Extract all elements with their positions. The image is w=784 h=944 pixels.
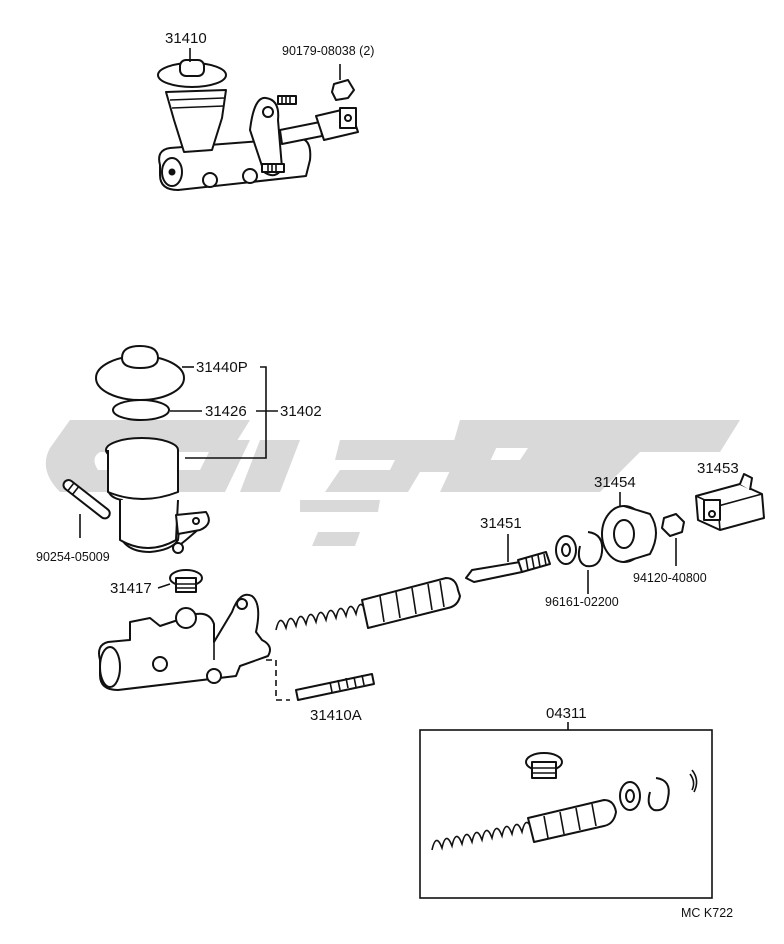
reservoir bbox=[105, 437, 210, 554]
repair-kit-parts bbox=[431, 752, 698, 851]
spring-piston bbox=[275, 577, 461, 631]
label-31454: 31454 bbox=[594, 474, 636, 491]
repair-kit-box bbox=[419, 729, 713, 899]
cylinder-body bbox=[98, 593, 271, 691]
pin bbox=[62, 479, 111, 520]
stud-bolt bbox=[266, 659, 375, 701]
label-04311: 04311 bbox=[546, 705, 587, 722]
label-31426: 31426 bbox=[205, 403, 247, 420]
label-90254-05009: 90254-05009 bbox=[36, 550, 110, 564]
label-31417: 31417 bbox=[110, 580, 152, 597]
reservoir-cap bbox=[95, 345, 185, 401]
label-31451: 31451 bbox=[480, 515, 522, 532]
label-31402: 31402 bbox=[280, 403, 322, 420]
label-90179-08038: 90179-08038 (2) bbox=[282, 44, 374, 58]
diaphragm bbox=[112, 399, 170, 421]
master-cylinder-assembly bbox=[157, 59, 359, 191]
watermark-logo bbox=[45, 420, 740, 546]
clevis bbox=[695, 473, 765, 531]
label-31440p: 31440P bbox=[196, 359, 248, 376]
washer-snap-ring bbox=[555, 531, 604, 568]
diagram-code: MC K722 bbox=[681, 906, 733, 920]
label-31453: 31453 bbox=[697, 460, 739, 477]
push-rod bbox=[465, 551, 551, 583]
label-31410: 31410 bbox=[165, 30, 207, 47]
label-94120-40800: 94120-40800 bbox=[633, 571, 707, 585]
boot bbox=[601, 505, 657, 563]
label-31410a: 31410A bbox=[310, 707, 362, 724]
label-96161-02200: 96161-02200 bbox=[545, 595, 619, 609]
inlet-bolt bbox=[169, 569, 203, 593]
nut bbox=[661, 513, 685, 537]
